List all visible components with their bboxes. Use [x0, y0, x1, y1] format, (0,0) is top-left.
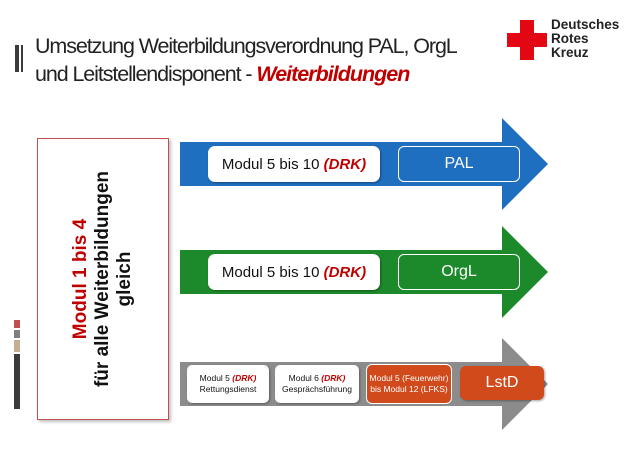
logo-line-1: Deutsches: [551, 17, 620, 32]
lstd-feuerwehr-box: Modul 5 (Feuerwehr) bis Modul 12 (LFKS): [366, 364, 452, 404]
orgl-tag: OrgL: [398, 254, 520, 290]
common-modules-line-3: gleich: [114, 251, 135, 307]
lstd-arrow: Modul 5 (DRK) Rettungsdienst Modul 6 (DR…: [180, 338, 550, 430]
lstd-feuerwehr-line-2: bis Modul 12 (LFKS): [370, 384, 448, 394]
common-modules-line-2: für alle Weiterbildungen: [92, 170, 113, 388]
orgl-module-org: (DRK): [323, 263, 367, 281]
lstd-module-5-org: (DRK): [232, 373, 257, 383]
title-marker-bar: [15, 45, 19, 72]
lstd-module-6-text: Modul 6: [288, 373, 322, 383]
drk-logo: Deutsches Rotes Kreuz: [507, 18, 632, 66]
lstd-feuerwehr-line-1: Modul 5 (Feuerwehr): [369, 373, 449, 383]
orgl-arrow: Modul 5 bis 10 (DRK) OrgL: [180, 226, 550, 318]
orgl-module-box: Modul 5 bis 10 (DRK): [208, 254, 380, 290]
logo-text: Deutsches Rotes Kreuz: [551, 18, 619, 60]
pal-module-text: Modul 5 bis 10: [221, 155, 324, 173]
side-decoration: [14, 320, 20, 411]
red-cross-icon: [507, 20, 547, 60]
lstd-module-5-box: Modul 5 (DRK) Rettungsdienst: [187, 365, 269, 403]
common-modules-box: Modul 1 bis 4 für alle Weiterbildungen g…: [37, 138, 169, 420]
lstd-arrow-shape: [180, 338, 548, 430]
orgl-module-text: Modul 5 bis 10: [221, 263, 324, 281]
pal-tag-label: PAL: [444, 155, 474, 172]
lstd-module-5-text: Modul 5: [199, 373, 233, 383]
logo-line-3: Kreuz: [551, 45, 589, 60]
pal-module-box: Modul 5 bis 10 (DRK): [208, 146, 380, 182]
title-marker-bar-thin: [21, 45, 23, 72]
common-modules-line-1: Modul 1 bis 4: [70, 218, 91, 340]
lstd-module-6-org: (DRK): [321, 373, 346, 383]
lstd-module-6-box: Modul 6 (DRK) Gesprächsführung: [275, 365, 359, 403]
lstd-tag: LstD: [460, 366, 544, 400]
title-line-2: und Leitstellendisponent - Weiterbildung…: [35, 60, 505, 88]
pal-arrow: Modul 5 bis 10 (DRK) PAL: [180, 118, 550, 210]
title-line-1: Umsetzung Weiterbildungsverordnung PAL, …: [35, 34, 458, 58]
title-accent: Weiterbildungen: [256, 62, 410, 86]
pal-tag: PAL: [398, 146, 520, 182]
title-line-2-prefix: und Leitstellendisponent -: [35, 62, 257, 86]
orgl-tag-label: OrgL: [441, 263, 477, 280]
logo-line-2: Rotes: [551, 31, 589, 46]
lstd-module-5-subtitle: Rettungsdienst: [199, 384, 257, 394]
pal-module-org: (DRK): [323, 155, 367, 173]
common-modules-text: Modul 1 bis 4 für alle Weiterbildungen g…: [70, 144, 136, 414]
page-title: Umsetzung Weiterbildungsverordnung PAL, …: [35, 32, 505, 88]
lstd-tag-label: LstD: [485, 374, 519, 391]
lstd-module-6-subtitle: Gesprächsführung: [282, 384, 352, 394]
